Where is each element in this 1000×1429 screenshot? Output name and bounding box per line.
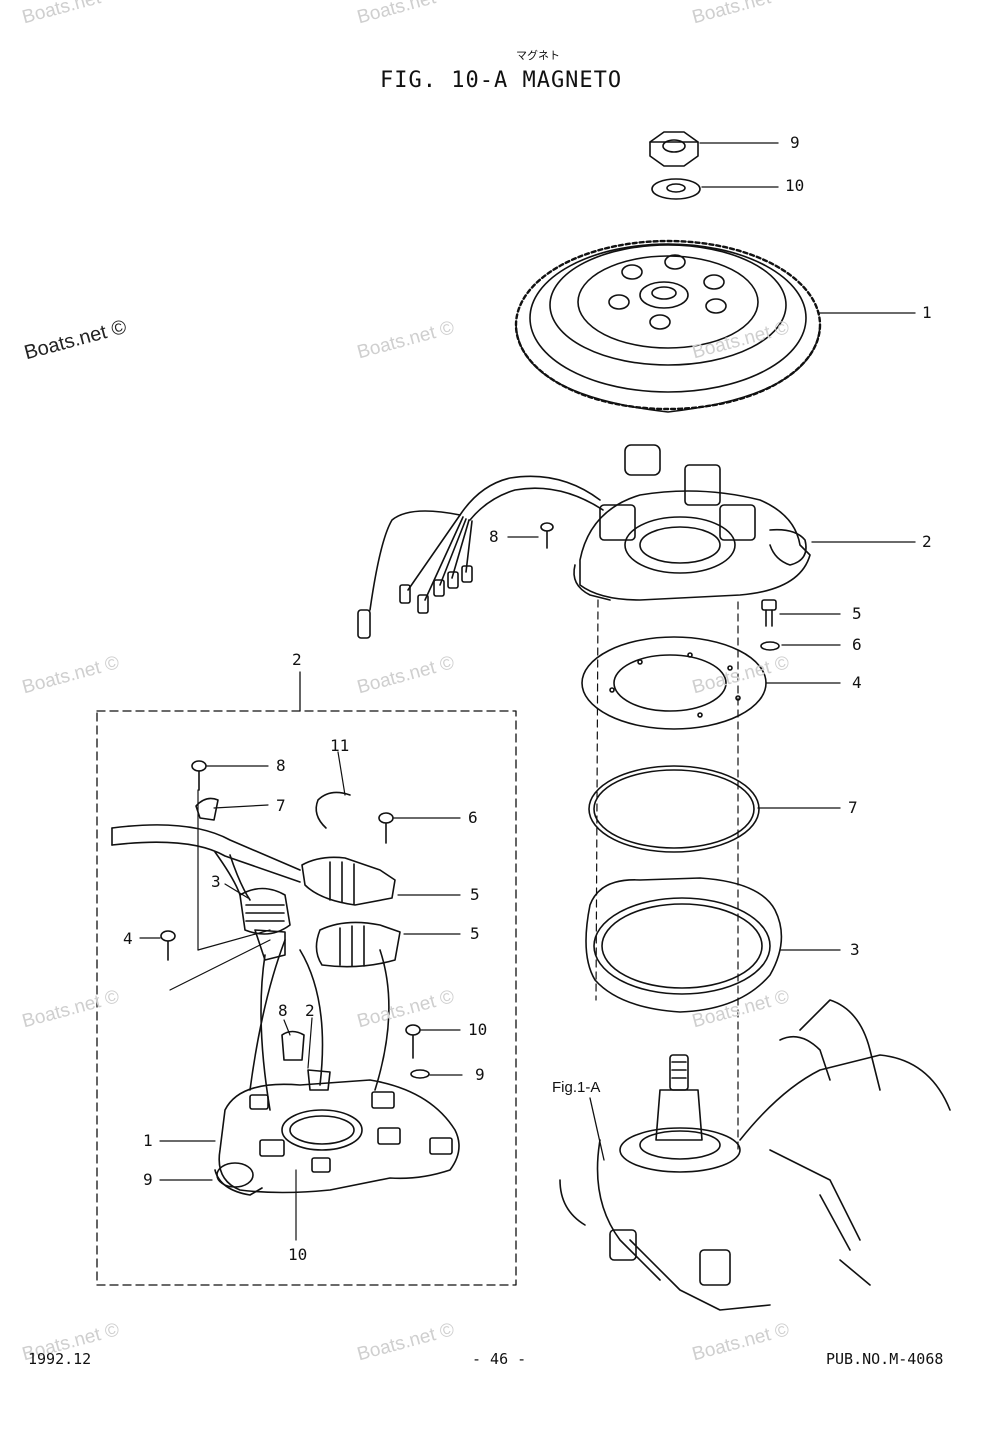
engine-block-part	[559, 999, 951, 1311]
screw-part	[540, 522, 554, 549]
title-kana: マグネト	[516, 49, 560, 62]
callout-lock-washer: 6	[852, 635, 862, 654]
page-title: FIG. 10-A MAGNETO	[380, 68, 623, 93]
callout-inset-8-mid: 8	[278, 1001, 288, 1020]
o-ring-part	[588, 765, 760, 853]
alignment-lines	[595, 599, 739, 1151]
callout-inset-4: 4	[123, 929, 133, 948]
figure-reference-label: Fig.1-A	[552, 1079, 601, 1096]
callout-washer: 10	[785, 176, 805, 195]
callout-inset-2-mid: 2	[305, 1001, 315, 1020]
inset-box	[96, 710, 517, 1286]
callout-inset-11: 11	[330, 736, 350, 755]
washer-part	[651, 178, 701, 200]
callout-inset-8-top: 8	[276, 756, 286, 775]
callout-flywheel: 1	[922, 303, 932, 322]
callout-o-ring: 7	[848, 798, 858, 817]
callout-inset-1: 1	[143, 1131, 153, 1150]
callout-inset-9-left: 9	[143, 1170, 153, 1189]
plate-part	[581, 636, 767, 730]
callout-inset-6: 6	[468, 808, 478, 827]
callout-bolt: 5	[852, 604, 862, 623]
inset-components	[111, 751, 463, 1241]
footer-page-number: - 46 -	[472, 1350, 527, 1368]
callout-inset-5b: 5	[470, 924, 480, 943]
bolt-part	[760, 599, 780, 651]
nut-part	[649, 131, 699, 167]
callout-inset-5a: 5	[470, 885, 480, 904]
callout-screw: 8	[489, 527, 499, 546]
flywheel-part	[514, 239, 822, 413]
callout-nut: 9	[790, 133, 800, 152]
main-leader-lines	[507, 142, 916, 1161]
callout-inset-9-right: 9	[475, 1065, 485, 1084]
stator-assembly-part	[357, 444, 811, 639]
callout-inset-10-right: 10	[468, 1020, 488, 1039]
callout-inset-3: 3	[211, 872, 221, 891]
footer-publication-number: PUB.NO.M-4068	[826, 1350, 944, 1368]
callout-plate: 4	[852, 673, 862, 692]
callout-stator-assy: 2	[922, 532, 932, 551]
callout-group-2: 2	[292, 650, 302, 669]
footer-date: 1992.12	[28, 1350, 92, 1368]
callout-inset-10-bottom: 10	[288, 1245, 308, 1264]
housing-part	[585, 877, 783, 1013]
callout-housing: 3	[850, 940, 860, 959]
callout-inset-7: 7	[276, 796, 286, 815]
